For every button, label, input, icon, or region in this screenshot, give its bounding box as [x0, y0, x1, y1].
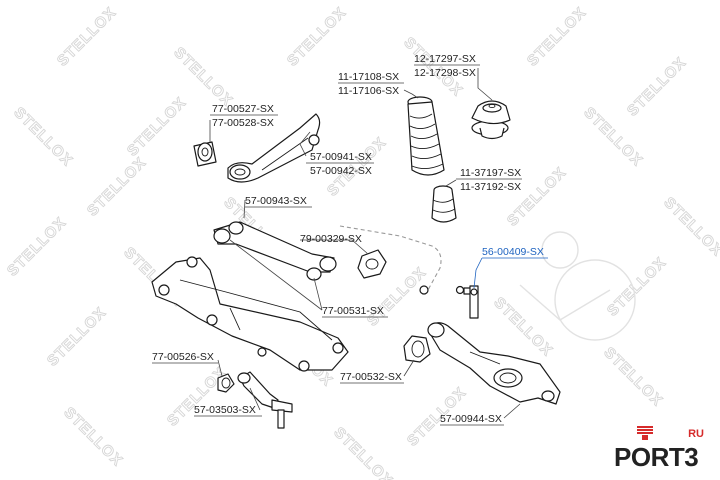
watermark-text: STELLOX: [600, 344, 666, 410]
watermark-text: STELLOX: [54, 4, 120, 70]
trailing-arm: [403, 322, 561, 405]
watermark-text: STELLOX: [660, 194, 720, 260]
watermark-text: STELLOX: [524, 4, 590, 70]
bump-stop: [431, 185, 457, 223]
watermark-text: STELLOX: [124, 94, 190, 160]
watermark-text: STELLOX: [624, 54, 690, 120]
watermark-text: STELLOX: [60, 404, 126, 470]
watermark-text: STELLOX: [284, 4, 350, 70]
label-57-00944: 57-00944-SX: [440, 413, 502, 425]
logo-wordmark: PORT3: [614, 442, 699, 472]
stabilizer-bar: [339, 225, 442, 295]
label-11-17108-line1: 11-17108-SX: [338, 71, 399, 83]
label-56-00409: 56-00409-SX: [482, 246, 544, 258]
label-77-00532: 77-00532-SX: [340, 371, 402, 383]
watermark-text: STELLOX: [10, 104, 76, 170]
leader-lines: [209, 68, 521, 419]
watermark-text: STELLOX: [330, 424, 396, 480]
label-77-00526: 77-00526-SX: [152, 351, 214, 363]
watermark-text: STELLOX: [164, 364, 230, 430]
watermark-text: STELLOX: [604, 254, 670, 320]
part-number-labels: 12-17297-SX 12-17298-SX 11-17108-SX 11-1…: [152, 53, 548, 426]
label-11-17108-line2: 11-17106-SX: [338, 85, 399, 97]
watermark-text: STELLOX: [4, 214, 70, 280]
label-57-03503: 57-03503-SX: [194, 404, 256, 416]
label-57-00943: 57-00943-SX: [245, 195, 307, 207]
stabilizer-link: [455, 285, 479, 319]
piston-icon: [637, 426, 653, 440]
upper-control-arm: [227, 113, 321, 183]
label-11-37197-line2: 11-37192-SX: [460, 181, 521, 193]
rear-subframe: [151, 256, 349, 372]
label-57-00941-line1: 57-00941-SX: [310, 151, 372, 163]
watermark-text: STELLOX: [44, 304, 110, 370]
toe-link-assembly: [217, 371, 293, 429]
label-12-17297-line2: 12-17298-SX: [414, 67, 476, 79]
label-79-00329: 79-00329-SX: [300, 233, 362, 245]
label-12-17297-line1: 12-17297-SX: [414, 53, 476, 65]
bushing-upper: [193, 141, 217, 167]
port3-logo: RU PORT3: [614, 426, 706, 470]
label-11-37197-line1: 11-37197-SX: [460, 167, 521, 179]
lateral-link: [213, 221, 337, 281]
logo-region-badge: RU: [688, 428, 704, 440]
background-emblem: [519, 231, 636, 341]
label-77-00527-line2: 77-00528-SX: [212, 117, 274, 129]
strut-dust-boot: [407, 96, 445, 176]
label-77-00527-line1: 77-00527-SX: [212, 103, 274, 115]
watermark-text: STELLOX: [490, 294, 556, 360]
label-57-00941-line2: 57-00942-SX: [310, 165, 372, 177]
strut-top-mount: [471, 100, 511, 140]
watermark-text: STELLOX: [84, 154, 150, 220]
label-77-00531: 77-00531-SX: [322, 305, 384, 317]
